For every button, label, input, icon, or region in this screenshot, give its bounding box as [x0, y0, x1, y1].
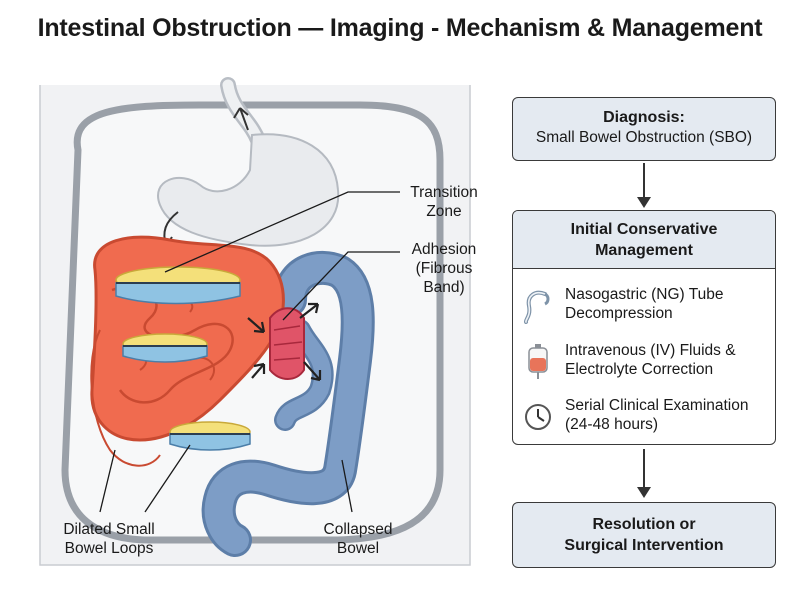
- outcome-title: Resolution or Surgical Intervention: [564, 516, 724, 554]
- diagnosis-title: Diagnosis:: [603, 109, 685, 126]
- management-title: Initial Conservative Management: [513, 211, 775, 269]
- iv-bag-icon: [528, 344, 548, 379]
- management-box: Initial Conservative Management Nasogast…: [512, 210, 776, 445]
- label-collapsed-bowel: Collapsed Bowel: [323, 521, 393, 557]
- management-item-text: Serial Clinical Examination (24-48 hours…: [565, 397, 749, 433]
- management-item-iv-fluids: Intravenous (IV) Fluids & Electrolyte Co…: [523, 341, 773, 385]
- stomach: [157, 133, 340, 247]
- management-item-ng-tube: Nasogastric (NG) Tube Decompression: [523, 285, 773, 329]
- flow-arrows: [247, 302, 322, 382]
- diagnosis-subtitle: Small Bowel Obstruction (SBO): [535, 129, 753, 146]
- label-dilated-loops: Dilated Small Bowel Loops: [63, 521, 155, 557]
- page-title: Intestinal Obstruction — Imaging - Mecha…: [37, 14, 763, 42]
- esophagus-arrow: [233, 107, 249, 131]
- management-item-text: Nasogastric (NG) Tube Decompression: [565, 286, 724, 322]
- leader-lines: [99, 191, 400, 513]
- outcome-box: Resolution or Surgical Intervention: [512, 502, 776, 568]
- adhesion-band: [269, 307, 305, 380]
- management-item-serial-exam: Serial Clinical Examination (24-48 hours…: [523, 396, 773, 440]
- arrow-down-icon: [637, 449, 651, 498]
- clock-icon: [525, 404, 551, 430]
- label-adhesion: Adhesion (Fibrous Band): [411, 241, 477, 296]
- collapsed-colon: [201, 250, 375, 557]
- diagnosis-box: Diagnosis: Small Bowel Obstruction (SBO): [512, 97, 776, 161]
- dilated-small-bowel: [90, 235, 285, 467]
- arrow-down-icon: [637, 163, 651, 208]
- management-item-text: Intravenous (IV) Fluids & Electrolyte Co…: [565, 342, 736, 378]
- ng-tube-icon: [523, 290, 550, 324]
- label-transition-zone: Transition Zone: [410, 184, 478, 220]
- abdomen-illustration: [39, 77, 471, 566]
